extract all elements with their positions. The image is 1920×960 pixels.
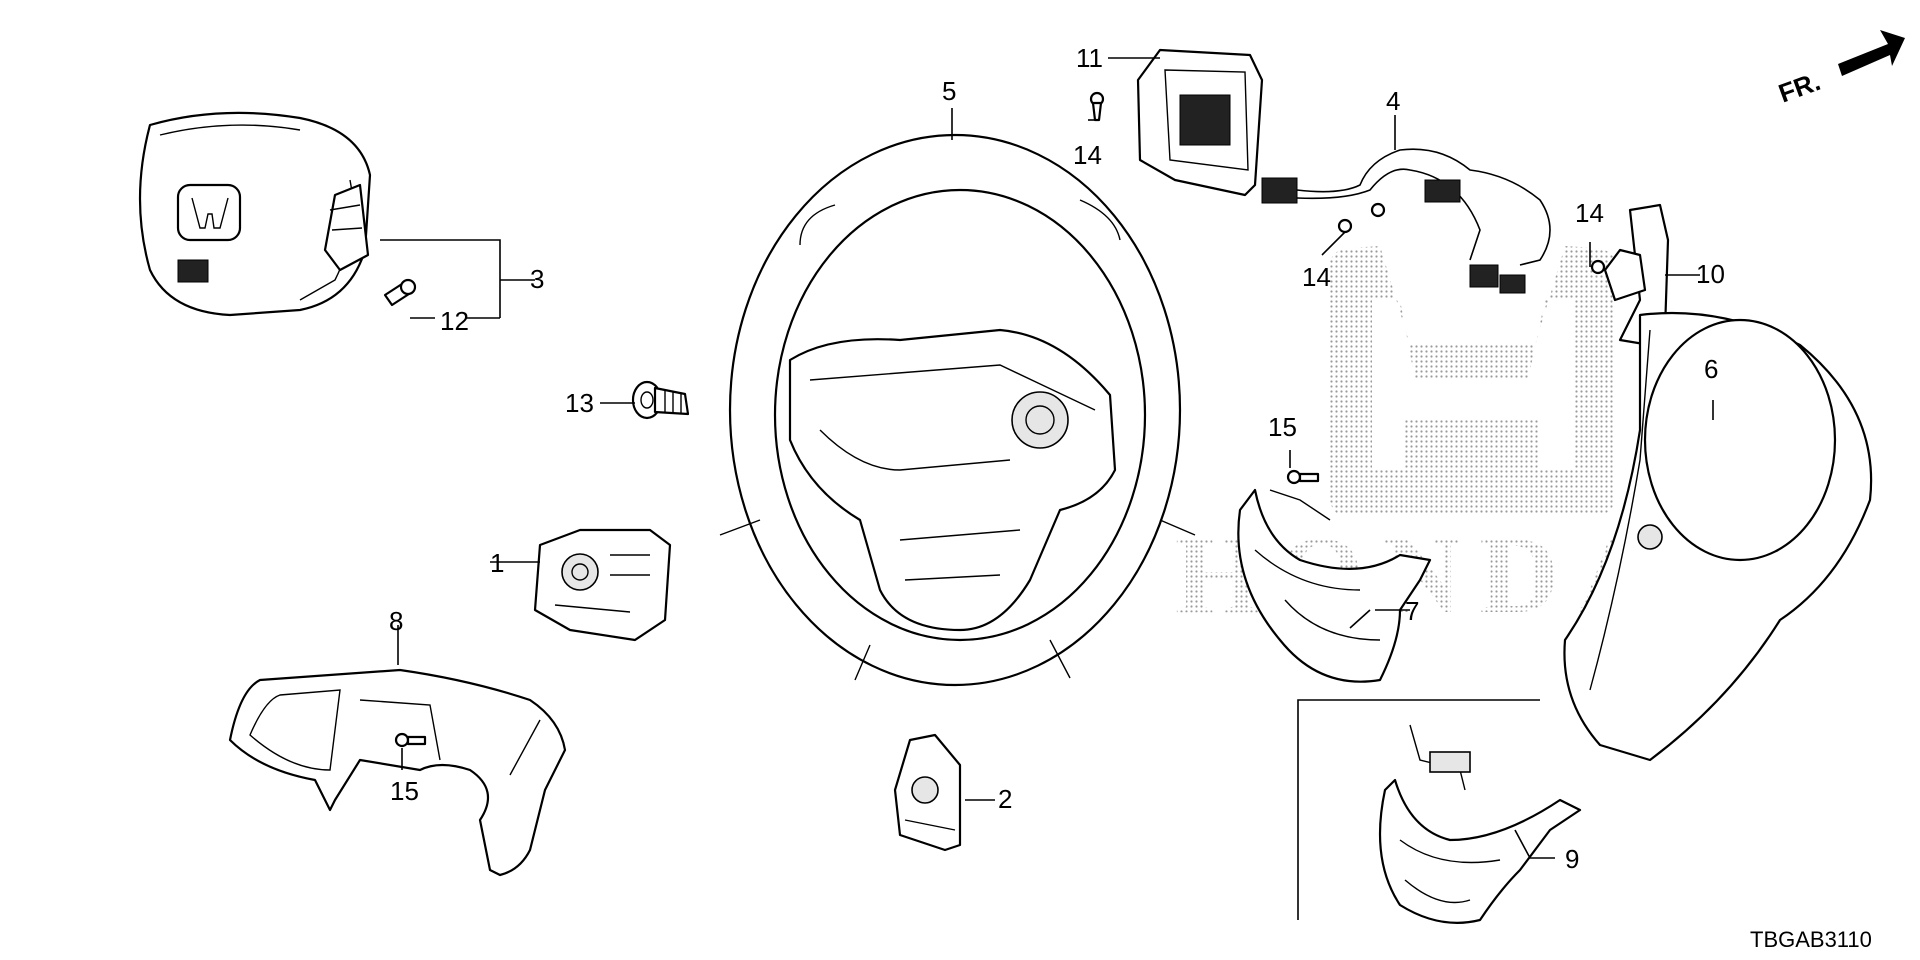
honda-emblem-icon <box>176 183 242 242</box>
label-6: 6 <box>1704 354 1718 384</box>
wire-harness-4 <box>1261 148 1551 294</box>
label-2: 2 <box>998 784 1012 814</box>
paddle-switch-10 <box>1590 203 1670 347</box>
label-12: 12 <box>440 306 469 336</box>
label-14c: 14 <box>1575 198 1604 228</box>
diagram-code: TBGAB3110 <box>1750 927 1872 952</box>
bolt-13 <box>631 380 690 420</box>
label-11: 11 <box>1076 43 1103 73</box>
airbag-module <box>138 111 372 317</box>
inset-frame <box>1297 699 1540 920</box>
label-15b: 15 <box>390 776 419 806</box>
lower-cover-6 <box>1563 311 1873 762</box>
label-4: 4 <box>1386 86 1400 116</box>
bolt-12 <box>383 278 417 307</box>
leader-lines <box>380 57 1714 859</box>
front-direction-arrow: FR. <box>1775 30 1905 109</box>
label-15a: 15 <box>1268 412 1297 442</box>
screw-15-left <box>394 732 427 748</box>
label-14b: 14 <box>1302 262 1331 292</box>
screw-14-mid <box>1337 202 1386 234</box>
callout-labels: 1 2 3 4 5 6 7 8 9 10 11 12 13 14 14 14 1… <box>389 43 1872 952</box>
upper-cover-8 <box>228 668 567 877</box>
garnish-7 <box>1237 469 1432 683</box>
label-3: 3 <box>530 264 544 294</box>
steering-wheel <box>719 133 1196 687</box>
switch-1 <box>533 528 672 642</box>
switch-bezel-11 <box>1136 48 1264 197</box>
front-marker-text: FR. <box>1775 66 1825 109</box>
label-7: 7 <box>1405 596 1419 626</box>
label-5: 5 <box>942 76 956 106</box>
label-10: 10 <box>1696 259 1725 289</box>
label-13: 13 <box>565 388 594 418</box>
label-8: 8 <box>389 606 403 636</box>
screw-14-top <box>1089 91 1105 122</box>
label-1: 1 <box>490 548 504 578</box>
garnish-9 <box>1378 724 1582 924</box>
label-14a: 14 <box>1073 140 1102 170</box>
switch-2 <box>893 733 962 852</box>
label-9: 9 <box>1565 844 1579 874</box>
